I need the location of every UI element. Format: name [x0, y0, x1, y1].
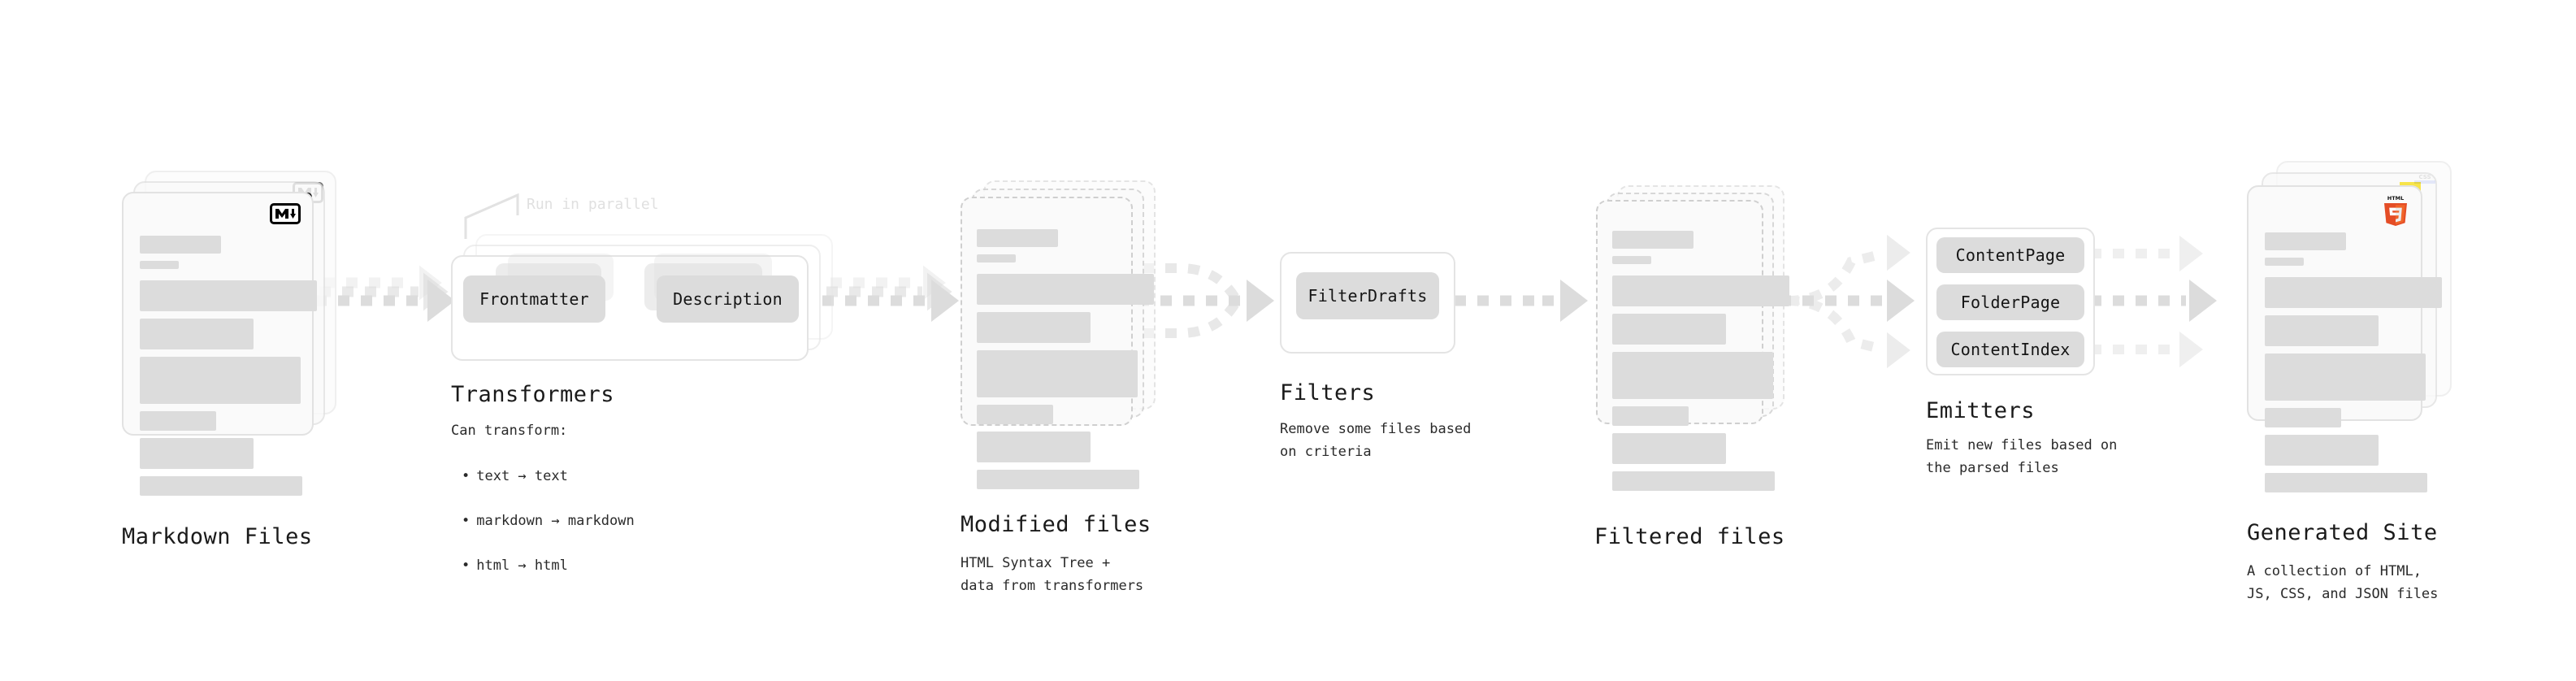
file-placeholder-bar — [1612, 471, 1775, 491]
arrow-emitters-to-site — [2090, 235, 2217, 368]
transformers-bullet-list: text → text markdown → markdown html → h… — [462, 443, 635, 600]
file-placeholder-bar — [1612, 275, 1789, 306]
filters-subtitle: Remove some files based on criteria — [1280, 421, 1472, 460]
file-placeholder-bar — [2265, 258, 2304, 266]
file-placeholder-bar — [140, 280, 317, 311]
file-placeholder-bar — [1612, 352, 1773, 399]
file-placeholder-bar — [1612, 314, 1726, 345]
stage-title-transformers: Transformers — [451, 382, 615, 407]
file-placeholder-bar — [2265, 435, 2379, 466]
file-placeholder-bar — [2265, 277, 2442, 308]
arrow-modified-to-filters — [1138, 263, 1274, 338]
html5-icon: HTML — [2382, 193, 2409, 229]
file-placeholder-bar — [977, 274, 1154, 305]
file-placeholder-bar — [977, 312, 1091, 343]
file-placeholder-bar — [2265, 408, 2341, 427]
file-placeholder-bar — [977, 405, 1053, 424]
parallel-bracket — [464, 193, 519, 239]
file-placeholder-bar — [2265, 473, 2427, 492]
file-placeholder-bars — [1612, 231, 1789, 498]
emitters-subtitle: Emit new files based on the parsed files — [1926, 437, 2118, 476]
file-placeholder-bar — [140, 236, 221, 254]
site-card-front: HTML — [2247, 185, 2442, 492]
stage-title-generated-site: Generated Site — [2247, 520, 2438, 545]
emitter-chip-contentpage[interactable]: ContentPage — [1936, 237, 2084, 273]
file-placeholder-bar — [977, 254, 1016, 262]
stage-title-modified-files: Modified files — [961, 512, 1151, 537]
stage-title-filters: Filters — [1280, 380, 1376, 406]
svg-text:HTML: HTML — [2387, 195, 2404, 202]
file-placeholder-bar — [1612, 231, 1693, 249]
file-placeholder-bar — [977, 470, 1139, 489]
markdown-card-front — [122, 192, 317, 496]
file-placeholder-bars — [977, 229, 1154, 497]
transformers-bullet-1: markdown → markdown — [462, 510, 634, 533]
emitter-chip-contentindex[interactable]: ContentIndex — [1936, 332, 2084, 367]
transformer-chip-description[interactable]: Description — [657, 275, 799, 323]
arrow-transformers-to-modified — [822, 265, 959, 322]
stage-title-filtered-files: Filtered files — [1594, 524, 1785, 549]
file-placeholder-bar — [1612, 433, 1726, 464]
filter-chip-filterdrafts[interactable]: FilterDrafts — [1296, 272, 1439, 319]
file-placeholder-bar — [2265, 315, 2379, 346]
transformer-chip-frontmatter[interactable]: Frontmatter — [463, 275, 605, 323]
file-placeholder-bar — [977, 432, 1091, 462]
markdown-icon — [270, 203, 301, 224]
generated-site-subtitle: A collection of HTML, JS, CSS, and JSON … — [2247, 563, 2439, 602]
file-placeholder-bar — [140, 438, 254, 469]
file-placeholder-bar — [140, 261, 179, 269]
transformers-bullet-0: text → text — [462, 466, 635, 488]
stage-title-markdown-files: Markdown Files — [122, 524, 313, 549]
stage-title-emitters: Emitters — [1926, 398, 2036, 423]
file-placeholder-bar — [140, 411, 216, 431]
transformers-bullet-2: html → html — [462, 555, 635, 578]
emitter-chip-folderpage[interactable]: FolderPage — [1936, 284, 2084, 320]
modified-files-subtitle: HTML Syntax Tree + data from transformer… — [961, 555, 1144, 594]
filtered-card-front — [1596, 200, 1789, 491]
file-placeholder-bar — [140, 319, 254, 349]
file-placeholder-bar — [1612, 406, 1689, 426]
file-placeholder-bar — [140, 357, 301, 404]
file-placeholder-bars — [2265, 232, 2442, 500]
arrow-filtered-to-emitters — [1780, 234, 1915, 369]
file-placeholder-bar — [2265, 232, 2346, 250]
file-placeholder-bar — [2265, 354, 2426, 401]
file-placeholder-bars — [140, 236, 317, 503]
file-placeholder-bar — [977, 229, 1058, 247]
file-placeholder-bar — [1612, 256, 1651, 264]
modified-card-front — [961, 197, 1154, 489]
file-placeholder-bar — [977, 350, 1138, 397]
run-in-parallel-label: Run in parallel — [527, 196, 659, 213]
file-placeholder-bar — [140, 476, 302, 496]
arrow-filters-to-filtered — [1455, 280, 1588, 322]
transformers-subtitle: Can transform: — [451, 423, 568, 439]
